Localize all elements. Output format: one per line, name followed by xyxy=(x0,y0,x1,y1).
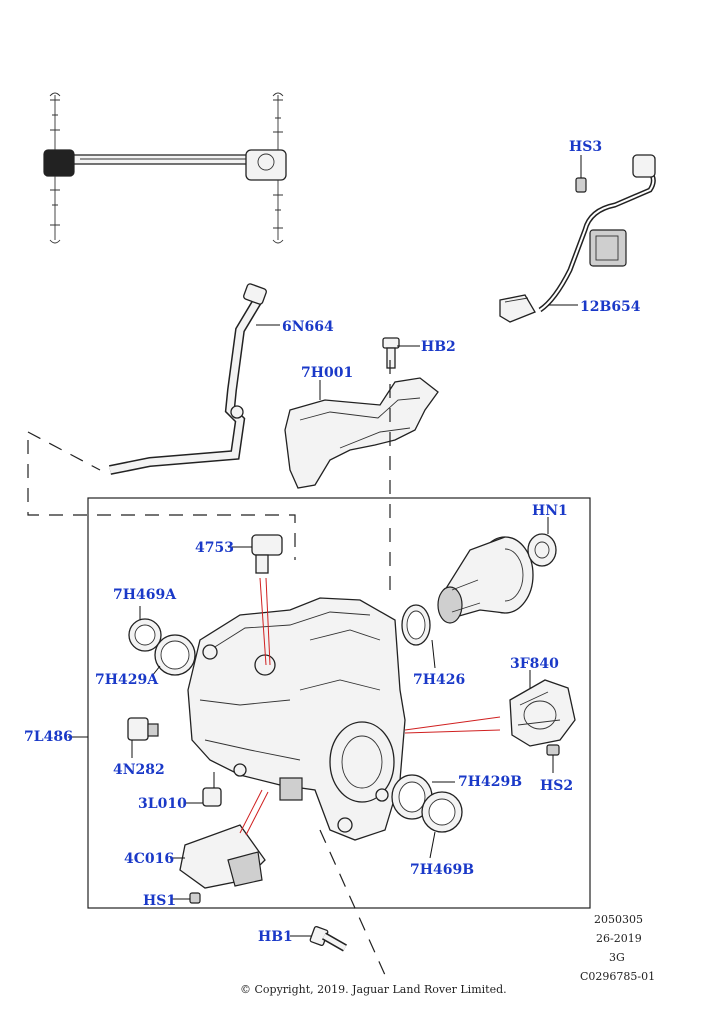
breather-hose-6N664 xyxy=(109,283,280,475)
seal-7H426 xyxy=(401,604,436,669)
meta-version: 3G xyxy=(609,951,625,964)
label-HS2: HS2 xyxy=(540,778,573,794)
label-HB2: HB2 xyxy=(421,339,456,355)
output-flange xyxy=(437,536,534,624)
label-HS3: HS3 xyxy=(569,139,602,155)
copyright-notice: © Copyright, 2019. Jaguar Land Rover Lim… xyxy=(240,983,507,996)
nut-HN1 xyxy=(527,517,557,567)
bolt-HB2 xyxy=(382,337,420,369)
label-3L010: 3L010 xyxy=(138,796,187,812)
highlight-connector-lines xyxy=(239,577,501,836)
actuator-3F840 xyxy=(509,670,576,747)
sensor-4753 xyxy=(228,534,283,574)
label-7H429A: 7H429A xyxy=(95,672,159,688)
bolt-HB1 xyxy=(290,926,347,952)
drawing-metadata: 2050305 26-2019 3G C0296785-01 xyxy=(580,913,655,983)
label-7H001: 7H001 xyxy=(301,365,353,381)
wiring-harness-12B654 xyxy=(499,154,656,323)
label-HN1: HN1 xyxy=(532,503,568,519)
label-7H469B: 7H469B xyxy=(410,862,474,878)
label-4753: 4753 xyxy=(195,540,234,556)
label-7H429B: 7H429B xyxy=(458,774,522,790)
label-7H426: 7H426 xyxy=(413,672,465,688)
label-3F840: 3F840 xyxy=(510,656,559,672)
label-HS1: HS1 xyxy=(143,893,176,909)
label-4C016: 4C016 xyxy=(124,851,174,867)
assembly-boundary-box xyxy=(87,497,591,909)
label-7H469A: 7H469A xyxy=(113,587,177,603)
label-7L486: 7L486 xyxy=(24,729,73,745)
meta-drawing-id: C0296785-01 xyxy=(580,970,655,983)
dashed-alignment-lines xyxy=(27,360,391,976)
driveline-locator-thumbnail xyxy=(43,92,287,244)
drain-plug-3L010 xyxy=(184,772,222,807)
meta-date: 26-2019 xyxy=(596,932,642,945)
screw-HS1 xyxy=(172,892,201,904)
screw-HS2 xyxy=(546,744,560,773)
label-12B654: 12B654 xyxy=(580,299,641,315)
seal-7H469A xyxy=(128,606,162,652)
label-HB1: HB1 xyxy=(258,929,293,945)
part-labels: HS3 12B654 6N664 HB2 7H001 HN1 4753 7H46… xyxy=(24,139,641,945)
seal-7H469B xyxy=(421,791,463,859)
plug-4N282 xyxy=(127,717,159,758)
transfer-case-housing-7L486 xyxy=(68,597,406,841)
label-6N664: 6N664 xyxy=(282,319,334,335)
heat-shield-7H001 xyxy=(284,377,439,489)
seal-7H429A xyxy=(151,634,196,677)
meta-code: 2050305 xyxy=(594,913,643,926)
label-4N282: 4N282 xyxy=(113,762,165,778)
control-module-4C016 xyxy=(170,824,266,889)
